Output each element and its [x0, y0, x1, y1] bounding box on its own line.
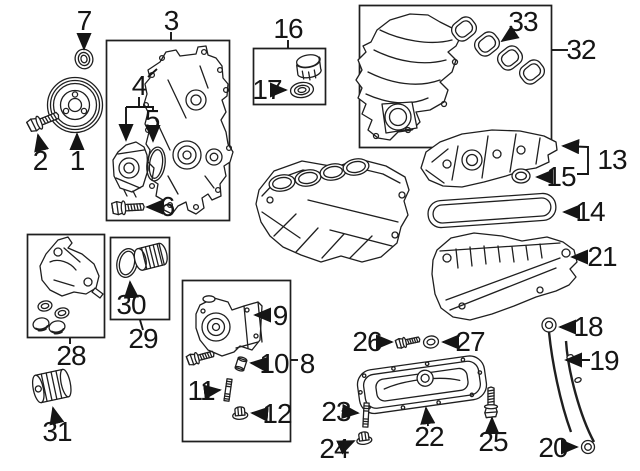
callout-30[interactable]: 30 — [116, 289, 146, 320]
callout-15[interactable]: 15 — [546, 161, 576, 192]
callout-8[interactable]: 8 — [299, 348, 316, 379]
callout-13[interactable]: 13 — [597, 144, 627, 175]
callout-16[interactable]: 16 — [273, 13, 303, 44]
valve-cover — [421, 130, 557, 187]
callout-3[interactable]: 3 — [163, 5, 180, 36]
oil-pan-stud — [363, 403, 369, 427]
crankshaft-pulley — [48, 78, 103, 133]
callout-24[interactable]: 24 — [319, 433, 349, 464]
seal-washer — [512, 169, 530, 183]
timing-chain-cover — [144, 46, 233, 214]
filler-cap-gasket — [290, 81, 315, 99]
callout-10[interactable]: 10 — [259, 348, 289, 379]
callout-5[interactable]: 5 — [144, 104, 161, 135]
oil-cooler-gasket — [145, 146, 168, 182]
callout-9[interactable]: 9 — [272, 300, 289, 331]
box-filler-cap-kit — [254, 49, 326, 105]
callout-33[interactable]: 33 — [508, 6, 538, 37]
callout-2[interactable]: 2 — [32, 145, 49, 176]
callout-27[interactable]: 27 — [455, 326, 485, 357]
oil-pan-nut — [355, 430, 373, 446]
oil-filter — [132, 242, 169, 271]
valve-cover-gasket — [427, 193, 557, 229]
oil-pan — [356, 354, 489, 415]
oil-level-dipstick — [542, 318, 571, 432]
idler-pulley — [31, 368, 74, 403]
crankshaft-front-seal — [73, 47, 95, 70]
callout-12[interactable]: 12 — [262, 398, 292, 429]
callout-17[interactable]: 17 — [252, 74, 282, 105]
callout-23[interactable]: 23 — [321, 396, 351, 427]
box-oil-filter-kit — [111, 238, 170, 320]
callout-11[interactable]: 11 — [187, 375, 215, 406]
oil-pump — [196, 296, 262, 356]
leader-lines — [34, 25, 590, 455]
callout-18[interactable]: 18 — [573, 311, 603, 342]
callout-29[interactable]: 29 — [128, 323, 158, 354]
cylinder-block — [256, 157, 409, 262]
oil-pan-bolt — [483, 386, 499, 419]
callout-20[interactable]: 20 — [538, 432, 568, 463]
oil-filler-cap — [295, 53, 322, 81]
callout-4[interactable]: 4 — [131, 70, 148, 101]
callout-1[interactable]: 1 — [69, 145, 86, 176]
oil-cooler-bolt — [111, 199, 146, 216]
callout-6[interactable]: 6 — [159, 191, 176, 222]
callout-14[interactable]: 14 — [575, 196, 605, 227]
stud-bolt — [224, 379, 232, 401]
callout-31[interactable]: 31 — [42, 416, 72, 447]
callout-22[interactable]: 22 — [414, 421, 444, 452]
dowel-pin — [235, 356, 248, 372]
upper-oil-pan — [432, 233, 577, 320]
callout-26[interactable]: 26 — [352, 326, 382, 357]
guide-tube-o-ring — [582, 441, 595, 454]
box-filter-bracket-kit — [28, 235, 105, 338]
drain-plug-gasket — [423, 335, 440, 349]
oil-cooler-assembly — [113, 142, 148, 197]
flange-nut — [231, 405, 249, 421]
callout-28[interactable]: 28 — [56, 340, 86, 371]
oil-drain-plug — [394, 333, 422, 350]
callout-19[interactable]: 19 — [589, 345, 619, 376]
intake-manifold — [356, 14, 460, 140]
box-timing-cover-kit — [107, 41, 230, 221]
callout-32[interactable]: 32 — [566, 34, 596, 65]
callout-25[interactable]: 25 — [478, 426, 508, 457]
callout-7[interactable]: 7 — [76, 5, 93, 36]
oil-filter-bracket — [32, 237, 103, 335]
callout-21[interactable]: 21 — [587, 241, 617, 272]
intake-manifold-gaskets — [448, 14, 547, 88]
box-oil-pump-kit — [183, 281, 291, 442]
